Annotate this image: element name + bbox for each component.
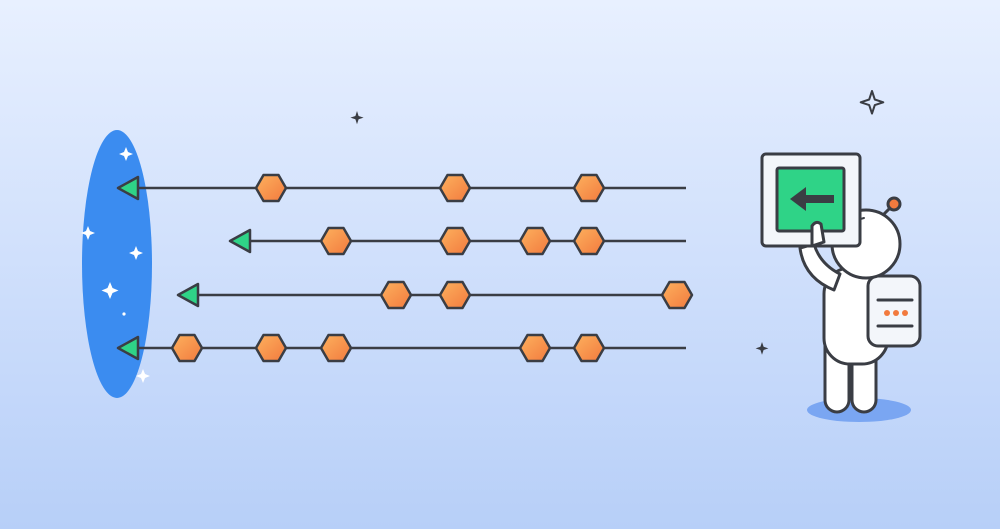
commit-hexagon-icon: [319, 226, 353, 256]
left-arrow-icon: [790, 187, 834, 211]
timeline-4: [116, 333, 686, 363]
commit-hexagon-icon: [379, 280, 413, 310]
backpack-light: [902, 310, 908, 316]
timelines: [116, 173, 694, 363]
portal-sparkles: [81, 147, 150, 383]
backpack-light: [893, 310, 899, 316]
arrowhead-icon: [176, 282, 200, 308]
timeline-3: [176, 280, 694, 310]
timeline-1: [116, 173, 686, 203]
commit-hexagon-icon: [254, 173, 288, 203]
commit-hexagon-icon: [170, 333, 204, 363]
portal-oval-icon: [82, 130, 152, 398]
commit-hexagon-icon: [438, 226, 472, 256]
arrowhead-icon: [228, 228, 252, 254]
back-arrow-panel: [760, 152, 862, 248]
commit-hexagon-icon: [518, 226, 552, 256]
sparkle-icon: [859, 90, 885, 115]
sparkle-icon: [350, 111, 364, 125]
timeline-2: [228, 226, 686, 256]
commit-hexagon-icon: [572, 226, 606, 256]
commit-hexagon-icon: [254, 333, 288, 363]
arrowhead-icon: [116, 175, 140, 201]
commit-hexagon-icon: [660, 280, 694, 310]
commit-hexagon-icon: [319, 333, 353, 363]
sparkle-icon: [755, 342, 769, 355]
commit-hexagon-icon: [518, 333, 552, 363]
commit-hexagon-icon: [438, 173, 472, 203]
commit-hexagon-icon: [438, 280, 472, 310]
astronaut-finger: [810, 220, 826, 248]
arrowhead-icon: [116, 335, 140, 361]
antenna-tip: [886, 196, 902, 212]
commit-hexagon-icon: [572, 173, 606, 203]
commit-hexagon-icon: [572, 333, 606, 363]
backpack-light: [884, 310, 890, 316]
